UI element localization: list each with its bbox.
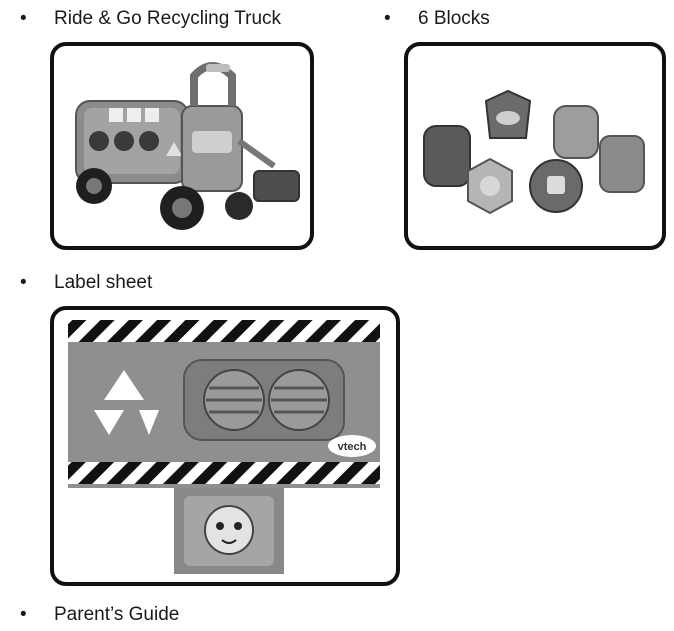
blocks-illustration: [423, 89, 645, 215]
label-sheet-image-frame: vtech: [50, 306, 400, 586]
bullet: •: [20, 272, 27, 293]
item-label-label-sheet: Label sheet: [54, 272, 153, 293]
bullet: •: [20, 8, 27, 29]
vtech-logo: vtech: [328, 435, 376, 457]
truck-image-frame: [50, 42, 314, 250]
list-item-parents-guide: • Parent’s Guide: [20, 604, 179, 626]
recycling-truck-illustration: [75, 62, 300, 230]
list-item-blocks: • 6 Blocks: [384, 8, 490, 30]
blocks-image-frame: [404, 42, 666, 250]
recycle-icon: [94, 370, 159, 435]
label-sheet-illustration: vtech: [68, 320, 380, 574]
bullet: •: [20, 604, 27, 625]
item-label-truck: Ride & Go Recycling Truck: [54, 8, 282, 29]
list-item-label-sheet: • Label sheet: [20, 272, 152, 294]
vtech-logo-text: vtech: [338, 441, 367, 453]
item-label-blocks: 6 Blocks: [418, 8, 490, 29]
bullet: •: [384, 8, 391, 29]
item-label-parents-guide: Parent’s Guide: [54, 604, 180, 625]
list-item-truck: • Ride & Go Recycling Truck: [20, 8, 281, 30]
